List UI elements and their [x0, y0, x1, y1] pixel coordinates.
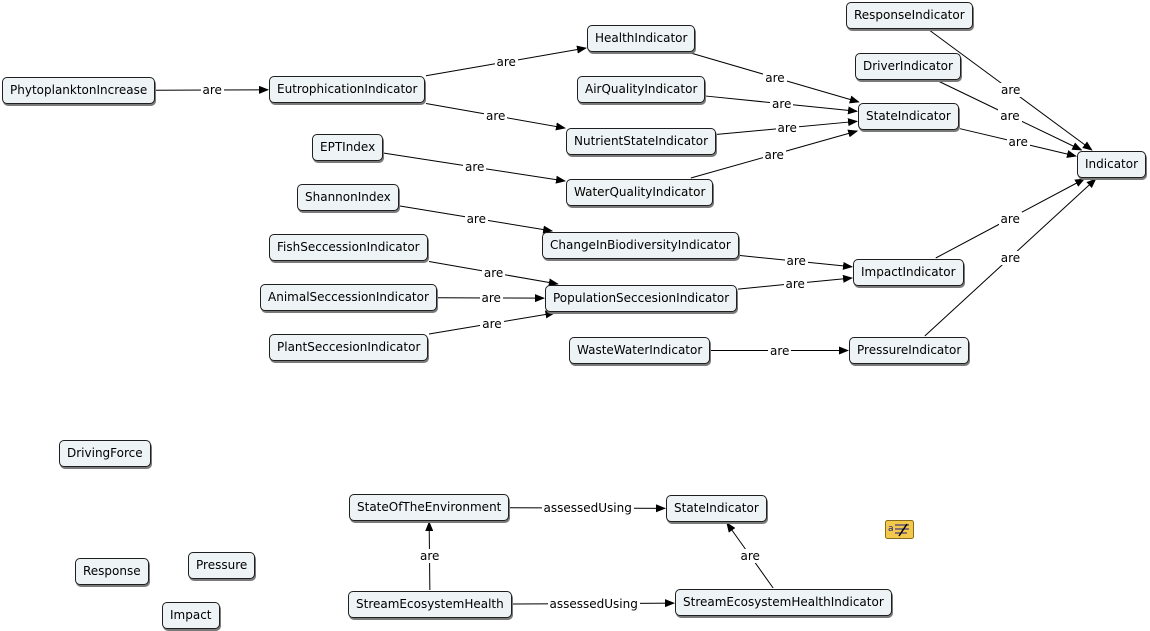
edge-label-waterquality-to-state: are — [762, 147, 786, 162]
edge-line-eutrophication-to-nutrientstate-a — [425, 102, 496, 117]
edge-label-population-to-impact: are — [783, 276, 807, 291]
edge-line-nutrientstate-to-state-a — [716, 127, 788, 135]
edge-label-response-to-indicator: are — [999, 83, 1023, 97]
node-ept-index[interactable]: EPTIndex — [312, 134, 384, 161]
edge-label-impact-to-indicator: are — [998, 211, 1022, 226]
node-fish-seccession-indicator[interactable]: FishSeccessionIndicator — [269, 234, 428, 261]
edge-label-driver-to-indicator: are — [998, 108, 1022, 123]
node-impact[interactable]: Impact — [162, 602, 220, 629]
edge-label-animal-to-population: are — [479, 290, 503, 305]
node-driver-indicator[interactable]: DriverIndicator — [855, 53, 961, 80]
node-phytoplankton-increase[interactable]: PhytoplanktonIncrease — [2, 77, 156, 104]
edge-label-eutrophication-to-nutrientstate: are — [484, 108, 508, 123]
node-state-indicator-lower[interactable]: StateIndicator — [666, 495, 767, 522]
edge-line-driver-to-indicator-a — [937, 80, 1010, 116]
edge-label-biodiversity-to-impact: are — [784, 254, 808, 269]
node-stream-ecosystem-health[interactable]: StreamEcosystemHealth — [348, 591, 512, 618]
node-driving-force[interactable]: DrivingForce — [59, 440, 151, 467]
edge-arrow-response-to-indicator — [1010, 89, 1093, 151]
edge-label-plant-to-population: are — [480, 316, 504, 331]
edge-line-waterquality-to-state-a — [690, 154, 775, 179]
node-air-quality-indicator[interactable]: AirQualityIndicator — [577, 76, 706, 103]
node-change-in-biodiversity-indicator[interactable]: ChangeInBiodiversityIndicator — [542, 232, 739, 259]
edge-arrow-pressure-to-indicator — [1009, 178, 1097, 258]
edge-arrow-health-to-state — [774, 77, 860, 104]
edge-line-pressure-to-indicator-a — [924, 257, 1011, 337]
node-stream-ecosystem-health-indicator[interactable]: StreamEcosystemHealthIndicator — [675, 589, 892, 616]
node-plant-seccesion-indicator[interactable]: PlantSeccesionIndicator — [269, 334, 429, 361]
node-pressure-indicator[interactable]: PressureIndicator — [849, 337, 970, 364]
node-response-indicator[interactable]: ResponseIndicator — [846, 2, 973, 29]
edge-label-shannon-to-biodiversity: are — [464, 211, 488, 226]
edge-arrow-waterquality-to-state — [773, 129, 859, 155]
node-animal-seccession-indicator[interactable]: AnimalSeccessionIndicator — [260, 284, 437, 311]
edge-line-health-to-state-a — [690, 52, 775, 78]
edge-label-phytoplankton-to-eutrophication: are — [200, 83, 224, 97]
edge-label-state-to-indicator: are — [1006, 135, 1030, 150]
node-shannon-index[interactable]: ShannonIndex — [297, 184, 399, 211]
node-population-seccesion-indicator[interactable]: PopulationSeccesionIndicator — [545, 285, 738, 312]
annotation-note-icon[interactable]: a — [885, 520, 914, 539]
edge-arrow-eutrophication-to-health — [505, 45, 587, 63]
edge-arrow-ept-to-waterquality — [474, 166, 566, 184]
edge-label-health-to-state: are — [763, 70, 787, 85]
edge-label-pressure-to-indicator: are — [998, 250, 1023, 265]
edge-label-streamhealth-to-streamhealthind: assessedUsing — [547, 596, 640, 611]
svg-text:a: a — [888, 524, 894, 534]
node-health-indicator[interactable]: HealthIndicator — [587, 25, 696, 52]
node-nutrient-state-indicator[interactable]: NutrientStateIndicator — [566, 128, 717, 155]
edge-label-stateenv-to-state2: assessedUsing — [541, 501, 634, 516]
edge-label-fish-to-population: are — [481, 265, 506, 280]
edge-line-eutrophication-to-health-a — [425, 61, 507, 77]
node-water-quality-indicator[interactable]: WaterQualityIndicator — [566, 179, 714, 206]
edge-label-airquality-to-state: are — [770, 96, 794, 111]
edge-arrow-airquality-to-state — [781, 103, 858, 115]
edge-label-eutrophication-to-health: are — [494, 54, 518, 69]
node-impact-indicator[interactable]: ImpactIndicator — [853, 259, 964, 286]
edge-label-streamhealth-to-stateenv: are — [418, 549, 442, 563]
edge-label-streamhealthind-to-state2: are — [738, 548, 762, 563]
edge-label-wastewater-to-pressure: are — [768, 343, 792, 358]
node-waste-water-indicator[interactable]: WasteWaterIndicator — [569, 337, 711, 364]
node-pressure[interactable]: Pressure — [188, 552, 256, 579]
edge-arrow-impact-to-indicator — [1009, 178, 1086, 219]
edge-arrow-driver-to-indicator — [1009, 115, 1083, 151]
edge-label-ept-to-waterquality: are — [463, 160, 487, 175]
node-response[interactable]: Response — [75, 558, 149, 585]
edge-line-response-to-indicator-a — [928, 29, 1011, 91]
edge-line-shannon-to-biodiversity-a — [399, 205, 477, 220]
node-state-of-the-environment[interactable]: StateOfTheEnvironment — [349, 494, 510, 521]
edge-label-nutrientstate-to-state: are — [775, 120, 799, 135]
node-indicator[interactable]: Indicator — [1077, 151, 1147, 178]
node-state-indicator[interactable]: StateIndicator — [858, 103, 959, 130]
edge-line-impact-to-indicator-a — [935, 218, 1011, 259]
node-eutrophication-indicator[interactable]: EutrophicationIndicator — [269, 76, 426, 103]
edge-arrow-shannon-to-biodiversity — [475, 218, 554, 234]
edge-line-airquality-to-state-a — [705, 95, 782, 105]
edge-line-ept-to-waterquality-a — [383, 152, 475, 168]
